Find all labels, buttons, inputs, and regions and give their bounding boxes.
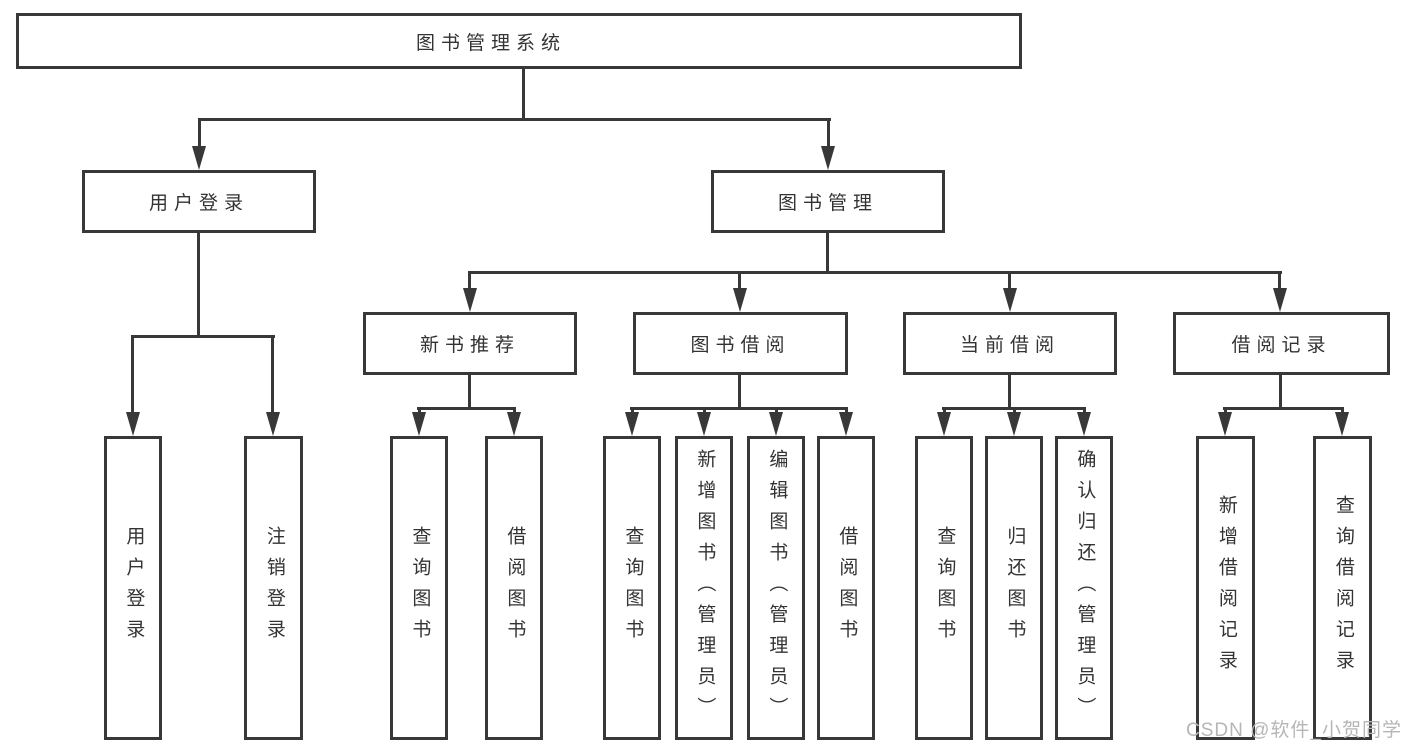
arrowhead-down-icon — [1077, 412, 1091, 436]
leaf-edit-books-admin: 编辑图书（管理员） — [747, 436, 805, 740]
connector-newrec-rail — [417, 407, 516, 410]
arrowhead-down-icon — [1003, 288, 1017, 312]
connector-stem — [271, 335, 274, 414]
arrowhead-down-icon — [1335, 412, 1349, 436]
connector-current-stub — [1008, 375, 1011, 409]
leaf-query-borrow-record: 查询借阅记录 — [1313, 436, 1372, 740]
connector-stem — [631, 407, 634, 415]
csdn-watermark: CSDN @软件_小贺同学 — [1186, 720, 1402, 741]
connector-newrec-stub — [468, 375, 471, 409]
leaf-query-books-1: 查询图书 — [390, 436, 448, 740]
arrowhead-down-icon — [266, 412, 280, 436]
arrowhead-down-icon — [463, 288, 477, 312]
arrowhead-down-icon — [625, 412, 639, 436]
node-current-borrowing: 当前借阅 — [903, 312, 1117, 375]
arrowhead-down-icon — [412, 412, 426, 436]
leaf-label: 确认归还（管理员） — [1074, 448, 1096, 728]
arrowhead-down-icon — [733, 288, 747, 312]
leaf-label: 借阅图书 — [504, 526, 526, 650]
arrowhead-down-icon — [1218, 412, 1232, 436]
connector-stem — [775, 407, 778, 415]
connector-stem — [418, 407, 421, 415]
leaf-confirm-return-admin: 确认归还（管理员） — [1055, 436, 1113, 740]
node-book-management: 图书管理 — [711, 170, 945, 233]
leaf-label: 编辑图书（管理员） — [766, 448, 788, 728]
connector-stem — [827, 118, 830, 148]
connector-stem — [1083, 407, 1086, 415]
connector-l1-rail — [198, 118, 831, 121]
leaf-add-borrow-record: 新增借阅记录 — [1196, 436, 1255, 740]
connector-borrow-stub — [738, 375, 741, 409]
leaf-label: 新增图书（管理员） — [694, 448, 716, 728]
connector-stem — [131, 335, 134, 414]
connector-stem — [738, 271, 741, 290]
connector-stem — [943, 407, 946, 415]
connector-stem — [513, 407, 516, 415]
leaf-label: 借阅图书 — [836, 526, 858, 650]
connector-l3-rail — [469, 271, 1282, 274]
leaf-label: 新增借阅记录 — [1215, 495, 1237, 681]
leaf-borrow-books-2: 借阅图书 — [817, 436, 875, 740]
connector-stem — [845, 407, 848, 415]
leaf-add-books-admin: 新增图书（管理员） — [675, 436, 733, 740]
node-root: 图书管理系统 — [16, 13, 1022, 69]
node-book-borrowing: 图书借阅 — [633, 312, 848, 375]
arrowhead-down-icon — [821, 146, 835, 170]
connector-stem — [1341, 407, 1344, 415]
connector-bookmgmt-stub — [826, 233, 829, 274]
connector-stem — [198, 118, 201, 148]
arrowhead-down-icon — [937, 412, 951, 436]
connector-stem — [703, 407, 706, 415]
arrowhead-down-icon — [1007, 412, 1021, 436]
connector-userlogin-rail — [132, 335, 275, 338]
connector-borrow-rail — [630, 407, 848, 410]
connector-stem — [1013, 407, 1016, 415]
connector-records-stub — [1279, 375, 1282, 409]
connector-stem — [1008, 271, 1011, 290]
connector-stem — [1224, 407, 1227, 415]
leaf-label: 用户登录 — [123, 526, 145, 650]
leaf-label: 查询图书 — [409, 526, 431, 650]
arrowhead-down-icon — [769, 412, 783, 436]
node-borrow-records: 借阅记录 — [1173, 312, 1390, 375]
leaf-label: 查询图书 — [622, 526, 644, 650]
leaf-query-books-2: 查询图书 — [603, 436, 661, 740]
leaf-label: 注销登录 — [263, 526, 285, 650]
arrowhead-down-icon — [839, 412, 853, 436]
arrowhead-down-icon — [697, 412, 711, 436]
leaf-logout: 注销登录 — [244, 436, 303, 740]
node-new-book-recommend: 新书推荐 — [363, 312, 577, 375]
leaf-label: 查询图书 — [934, 526, 956, 650]
arrowhead-down-icon — [192, 146, 206, 170]
arrowhead-down-icon — [126, 412, 140, 436]
leaf-return-books: 归还图书 — [985, 436, 1043, 740]
connector-stem — [468, 271, 471, 290]
connector-stem — [1278, 271, 1281, 290]
leaf-user-login: 用户登录 — [104, 436, 162, 740]
leaf-borrow-books-1: 借阅图书 — [485, 436, 543, 740]
leaf-label: 归还图书 — [1004, 526, 1026, 650]
connector-root-stub — [522, 69, 525, 118]
connector-records-rail — [1223, 407, 1344, 410]
arrowhead-down-icon — [507, 412, 521, 436]
node-user-login: 用户登录 — [82, 170, 316, 233]
leaf-query-books-3: 查询图书 — [915, 436, 973, 740]
leaf-label: 查询借阅记录 — [1332, 495, 1354, 681]
arrowhead-down-icon — [1273, 288, 1287, 312]
connector-userlogin-stub — [197, 233, 200, 336]
